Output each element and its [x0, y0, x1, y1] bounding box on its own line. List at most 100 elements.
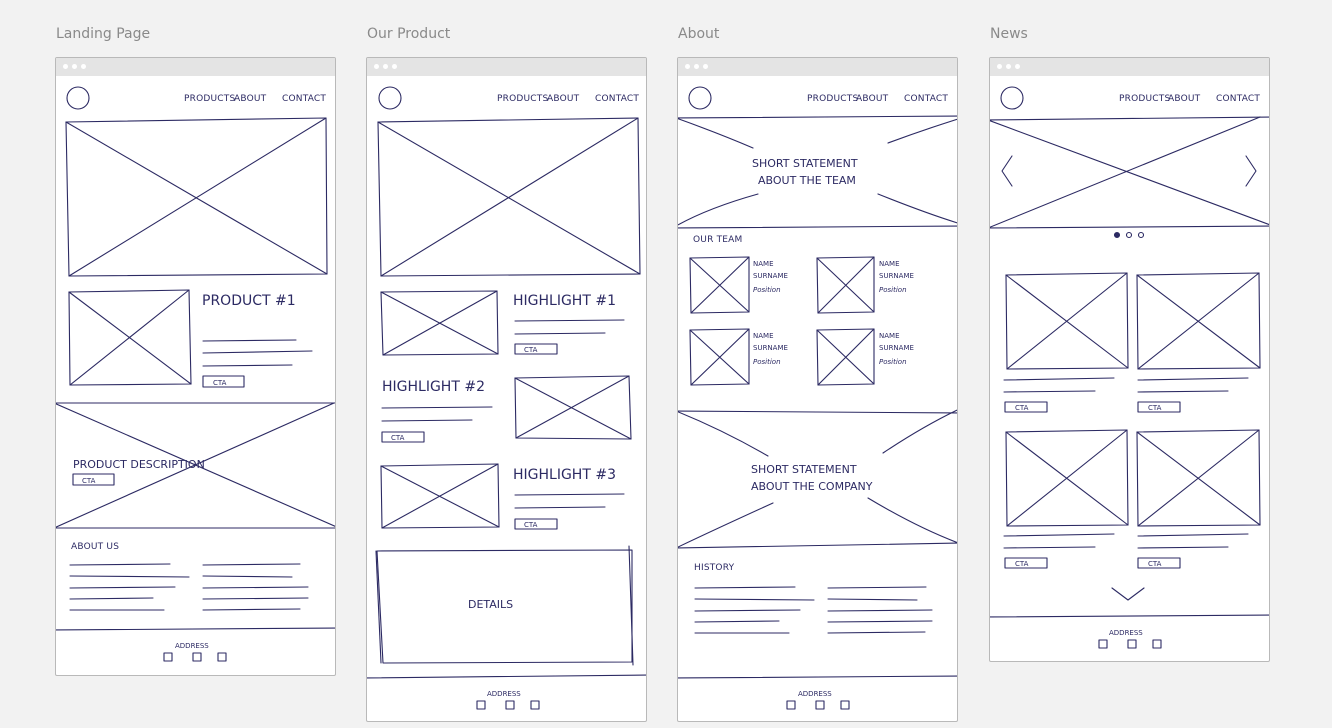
svg-text:SURNAME: SURNAME	[753, 344, 788, 352]
footer-address: ADDRESS	[487, 690, 521, 698]
window-dots	[685, 64, 708, 69]
twitter-icon	[1098, 639, 1108, 649]
svg-text:Position: Position	[879, 358, 907, 366]
wireframe-news: PRODUCTS ABOUT CONTACT CTA CTA	[989, 57, 1270, 662]
linkedin-icon	[840, 700, 850, 710]
details-box	[376, 549, 633, 664]
team-statement-line1: SHORT STATEMENT	[752, 157, 858, 170]
team-statement-line2: ABOUT THE TEAM	[758, 174, 856, 187]
product-heading: PRODUCT #1	[202, 293, 296, 309]
footer-address: ADDRESS	[1109, 629, 1143, 637]
svg-text:ABOUT: ABOUT	[547, 94, 580, 104]
svg-text:CTA: CTA	[1148, 560, 1162, 568]
wireframe-product: PRODUCTS ABOUT CONTACT HIGHLIGHT #1 CTA …	[366, 57, 647, 722]
svg-text:ABOUT: ABOUT	[856, 94, 889, 104]
carousel-dot	[1137, 231, 1145, 239]
svg-text:NAME: NAME	[753, 260, 774, 268]
twitter-icon	[476, 700, 486, 710]
linkedin-icon	[530, 700, 540, 710]
highlight1-heading: HIGHLIGHT #1	[513, 293, 616, 309]
team-member-4: NAME SURNAME Position	[816, 328, 914, 386]
news-card-4: CTA	[1136, 429, 1261, 569]
nav-about: ABOUT	[234, 94, 267, 104]
svg-text:SURNAME: SURNAME	[879, 272, 914, 280]
company-statement-line1: SHORT STATEMENT	[751, 463, 857, 476]
window-dots	[374, 64, 397, 69]
carousel-dot	[1125, 231, 1133, 239]
svg-text:PRODUCTS: PRODUCTS	[497, 94, 548, 104]
news-card-1: CTA	[1003, 272, 1129, 413]
team-member-2: NAME SURNAME Position	[816, 256, 914, 314]
svg-text:CTA: CTA	[82, 477, 96, 485]
svg-text:Position: Position	[753, 358, 781, 366]
svg-text:ABOUT: ABOUT	[1168, 94, 1201, 104]
about-sketch: PRODUCTS ABOUT CONTACT SHORT STATEMENT A…	[678, 86, 957, 710]
details-label: DETAILS	[468, 598, 513, 611]
window-dots	[997, 64, 1020, 69]
cta-button-highlight2	[381, 431, 425, 443]
svg-text:CONTACT: CONTACT	[595, 94, 639, 104]
svg-text:CTA: CTA	[1148, 404, 1162, 412]
next-chevron-icon	[1245, 155, 1257, 187]
facebook-icon	[815, 700, 825, 710]
linkedin-icon	[1152, 639, 1162, 649]
chevron-down-icon	[1111, 587, 1145, 601]
history-heading: HISTORY	[694, 563, 735, 573]
prev-chevron-icon	[1001, 155, 1013, 187]
facebook-icon	[1127, 639, 1137, 649]
facebook-icon	[505, 700, 515, 710]
svg-text:NAME: NAME	[879, 332, 900, 340]
svg-text:CTA: CTA	[524, 521, 538, 529]
browser-chrome	[56, 58, 335, 76]
cta-label: CTA	[213, 379, 227, 387]
highlight2-heading: HIGHLIGHT #2	[382, 379, 485, 395]
browser-chrome	[990, 58, 1269, 76]
facebook-icon	[192, 652, 202, 662]
twitter-icon	[786, 700, 796, 710]
logo-circle	[66, 86, 90, 110]
svg-text:SURNAME: SURNAME	[879, 344, 914, 352]
news-sketch: PRODUCTS ABOUT CONTACT CTA CTA	[990, 86, 1269, 649]
column-title-about: About	[678, 26, 720, 42]
footer-address: ADDRESS	[175, 642, 209, 650]
svg-text:CTA: CTA	[1015, 560, 1029, 568]
svg-text:CONTACT: CONTACT	[1216, 94, 1260, 104]
product-description: PRODUCT DESCRIPTION	[73, 458, 205, 471]
svg-text:CONTACT: CONTACT	[904, 94, 948, 104]
linkedin-icon	[217, 652, 227, 662]
logo-circle	[688, 86, 712, 110]
window-dots	[63, 64, 86, 69]
column-title-news: News	[990, 26, 1028, 42]
column-title-product: Our Product	[367, 26, 451, 42]
svg-text:CTA: CTA	[524, 346, 538, 354]
nav-contact: CONTACT	[282, 94, 326, 104]
company-statement-line2: ABOUT THE COMPANY	[751, 480, 873, 493]
cta-button-highlight1	[514, 343, 558, 355]
svg-text:Position: Position	[879, 286, 907, 294]
svg-text:PRODUCTS: PRODUCTS	[1119, 94, 1170, 104]
team-member-1: NAME SURNAME Position	[689, 256, 788, 314]
cta-button-highlight3	[514, 518, 558, 530]
cta-button-description	[72, 473, 115, 486]
svg-text:PRODUCTS: PRODUCTS	[807, 94, 858, 104]
column-title-landing: Landing Page	[56, 26, 151, 42]
cta-button-product	[202, 375, 245, 388]
carousel-dot-active	[1113, 231, 1121, 239]
landing-sketch: PRODUCTS ABOUT CONTACT PRODUCT #1 CTA PR…	[56, 86, 335, 662]
team-member-3: NAME SURNAME Position	[689, 328, 788, 386]
svg-text:SURNAME: SURNAME	[753, 272, 788, 280]
nav-products: PRODUCTS	[184, 94, 235, 104]
browser-chrome	[678, 58, 957, 76]
our-team-heading: OUR TEAM	[693, 235, 743, 245]
browser-chrome	[367, 58, 646, 76]
highlight3-heading: HIGHLIGHT #3	[513, 467, 616, 483]
svg-text:CTA: CTA	[391, 434, 405, 442]
news-card-2: CTA	[1136, 272, 1261, 413]
svg-text:CTA: CTA	[1015, 404, 1029, 412]
svg-text:NAME: NAME	[879, 260, 900, 268]
logo-circle	[378, 86, 402, 110]
wireframe-landing: PRODUCTS ABOUT CONTACT PRODUCT #1 CTA PR…	[55, 57, 336, 676]
news-card-3: CTA	[1003, 429, 1129, 569]
svg-text:NAME: NAME	[753, 332, 774, 340]
product-sketch: PRODUCTS ABOUT CONTACT HIGHLIGHT #1 CTA …	[367, 86, 646, 710]
